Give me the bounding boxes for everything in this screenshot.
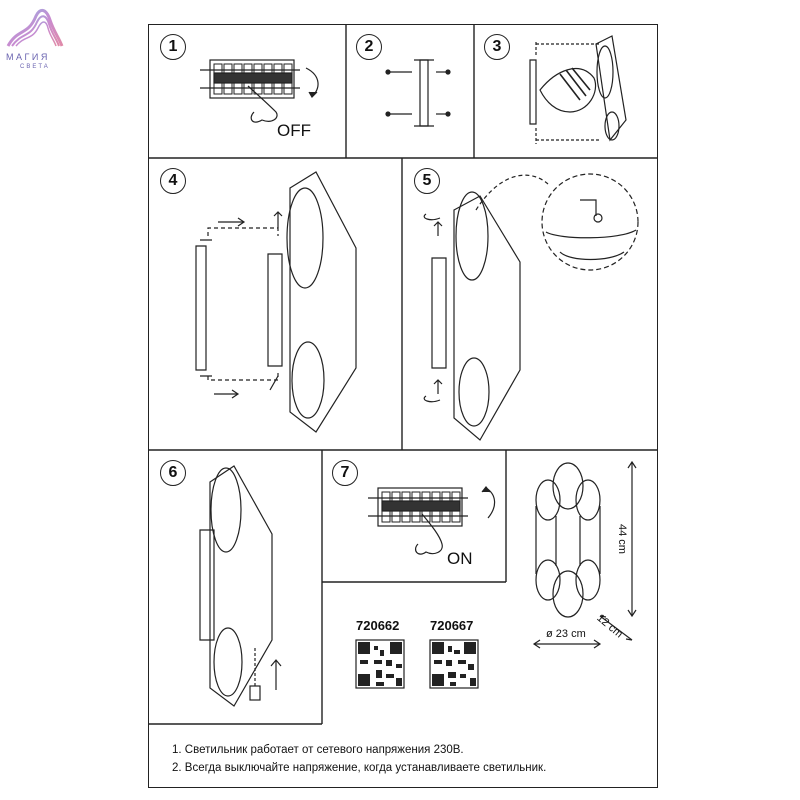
breaker-panel-off [200, 59, 319, 123]
step-3-badge: 3 [484, 34, 510, 60]
mounting-bracket [385, 59, 451, 127]
step-5-badge: 5 [414, 168, 440, 194]
qr-code-1 [355, 639, 405, 689]
brand-logo: МАГИЯ СВЕТА [4, 6, 66, 70]
dimension-drawing [532, 460, 637, 649]
logo-wave-icon [6, 9, 64, 47]
product-code-1: 720662 [356, 618, 400, 633]
step-7-badge: 7 [332, 460, 358, 486]
lamp-installed-step-6 [199, 465, 282, 707]
on-label: ON [447, 549, 473, 568]
lamp-secure-step-5 [423, 173, 639, 441]
lamp-mount-step-4 [195, 171, 357, 433]
instruction-sheet [148, 24, 658, 788]
note-1: 1. Светильник работает от сетевого напря… [172, 744, 464, 756]
breaker-panel-on [368, 486, 496, 555]
step-2-badge: 2 [356, 34, 382, 60]
dim-diameter: ø 23 cm [546, 628, 586, 640]
logo-sub: СВЕТА [20, 64, 50, 70]
off-label: OFF [277, 121, 311, 140]
step-1-badge: 1 [160, 34, 186, 60]
wiring-connection [529, 35, 627, 144]
panel-grid [148, 24, 658, 725]
logo-name: МАГИЯ [6, 52, 50, 62]
product-code-2: 720667 [430, 618, 474, 633]
qr-code-2 [429, 639, 479, 689]
step-6-badge: 6 [160, 460, 186, 486]
step-4-badge: 4 [160, 168, 186, 194]
note-2: 2. Всегда выключайте напряжение, когда у… [172, 762, 547, 774]
dim-height: 44 cm [616, 524, 628, 554]
